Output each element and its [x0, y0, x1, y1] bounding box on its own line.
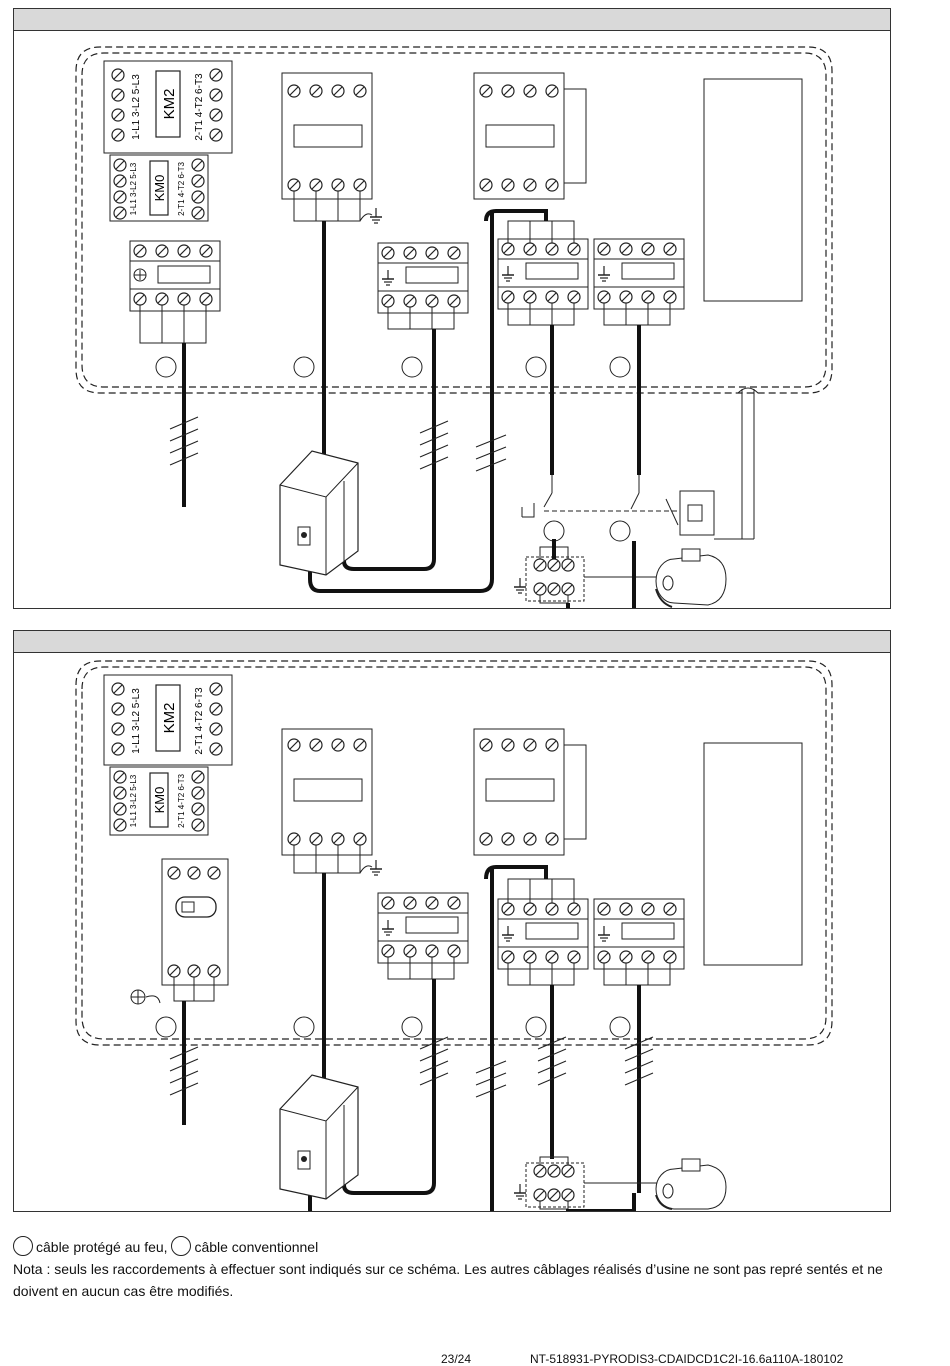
- diagram-header-bar: [14, 631, 890, 653]
- km2-output-terminals: 2-T1 4-T2 6-T3: [194, 73, 205, 141]
- km0-label: KM0: [152, 787, 167, 814]
- diagram-header-bar: [14, 9, 890, 31]
- motor-icon: [655, 1158, 727, 1210]
- conventional-cable-icon: [171, 1236, 192, 1256]
- terminal-block-c: [497, 878, 589, 986]
- cable-marker: [155, 1016, 177, 1038]
- blank-module: [703, 742, 803, 966]
- isolator-switch-box: [279, 1074, 359, 1200]
- km2-input-terminals: 1-L1 3-L2 5-L3: [131, 74, 142, 140]
- contactor-module-2: [473, 72, 587, 200]
- km0-label: KM0: [152, 175, 167, 202]
- legend-cable-types: câble protégé au feu, câble conventionne…: [13, 1236, 913, 1258]
- control-circuit: [521, 387, 759, 540]
- legend-conventional-label: câble conventionnel: [194, 1239, 319, 1255]
- terminal-block-d: [593, 898, 685, 986]
- km2-output-terminals: 2-T1 4-T2 6-T3: [194, 687, 205, 755]
- km0-output-terminals: 2-T1 4-T2 6-T3: [177, 162, 186, 216]
- diagram-2-drawing: KM2 1-L1 3-L2 5-L3 2-T1 4-T2 6-T3 KM0 1-…: [75, 660, 833, 1211]
- legend-note: Nota : seuls les raccordements à effectu…: [13, 1261, 883, 1299]
- enclosure-outline: [75, 660, 833, 1046]
- km2-input-terminals: 1-L1 3-L2 5-L3: [131, 688, 142, 754]
- legend-protected-label: câble protégé au feu,: [36, 1239, 168, 1255]
- contactor-module-1: [281, 72, 383, 224]
- terminal-block-d: [593, 238, 685, 326]
- diagram-1-drawing: KM2 1-L1 3-L2 5-L3 2-T1 4-T2 6-T3 KM0 1-…: [75, 46, 833, 608]
- km0-output-terminals: 2-T1 4-T2 6-T3: [177, 774, 186, 828]
- fire-protected-cable-icon: [13, 1236, 33, 1256]
- document-reference: NT-518931-PYRODIS3-CDAIDCD1C2I-16.6a110A…: [530, 1352, 844, 1366]
- supply-terminal-block: [129, 240, 221, 344]
- km2-contactor: KM2 1-L1 3-L2 5-L3 2-T1 4-T2 6-T3: [103, 674, 233, 766]
- terminal-block-b: [377, 242, 469, 330]
- wiring-diagram-2: KM2 1-L1 3-L2 5-L3 2-T1 4-T2 6-T3 KM0 1-…: [13, 630, 891, 1212]
- wiring-diagram-1: KM2 1-L1 3-L2 5-L3 2-T1 4-T2 6-T3 KM0 1-…: [13, 8, 891, 609]
- km2-label: KM2: [161, 89, 178, 120]
- motor-terminal-box: [513, 539, 664, 608]
- motor-terminal-box: [513, 1156, 664, 1211]
- cable-marker: [155, 356, 177, 378]
- isolator-switch-box: [279, 450, 359, 576]
- enclosure-outline: [75, 46, 833, 394]
- km0-input-terminals: 1-L1 3-L2 5-L3: [129, 774, 138, 827]
- contactor-module-1: [281, 728, 383, 876]
- km0-contactor: KM0 1-L1 3-L2 5-L3 2-T1 4-T2 6-T3: [109, 154, 209, 222]
- terminal-block-b: [377, 892, 469, 980]
- contactor-module-2: [473, 728, 587, 856]
- circuit-breaker: [130, 858, 229, 1005]
- terminal-block-c: [497, 220, 589, 326]
- page-number: 23/24: [441, 1352, 472, 1366]
- km2-contactor: KM2 1-L1 3-L2 5-L3 2-T1 4-T2 6-T3: [103, 60, 233, 154]
- km0-input-terminals: 1-L1 3-L2 5-L3: [129, 162, 138, 215]
- km0-contactor: KM0 1-L1 3-L2 5-L3 2-T1 4-T2 6-T3: [109, 766, 209, 836]
- km2-label: KM2: [161, 703, 178, 734]
- blank-module: [703, 78, 803, 302]
- legend: câble protégé au feu, câble conventionne…: [13, 1236, 913, 1302]
- motor-icon: [655, 548, 727, 608]
